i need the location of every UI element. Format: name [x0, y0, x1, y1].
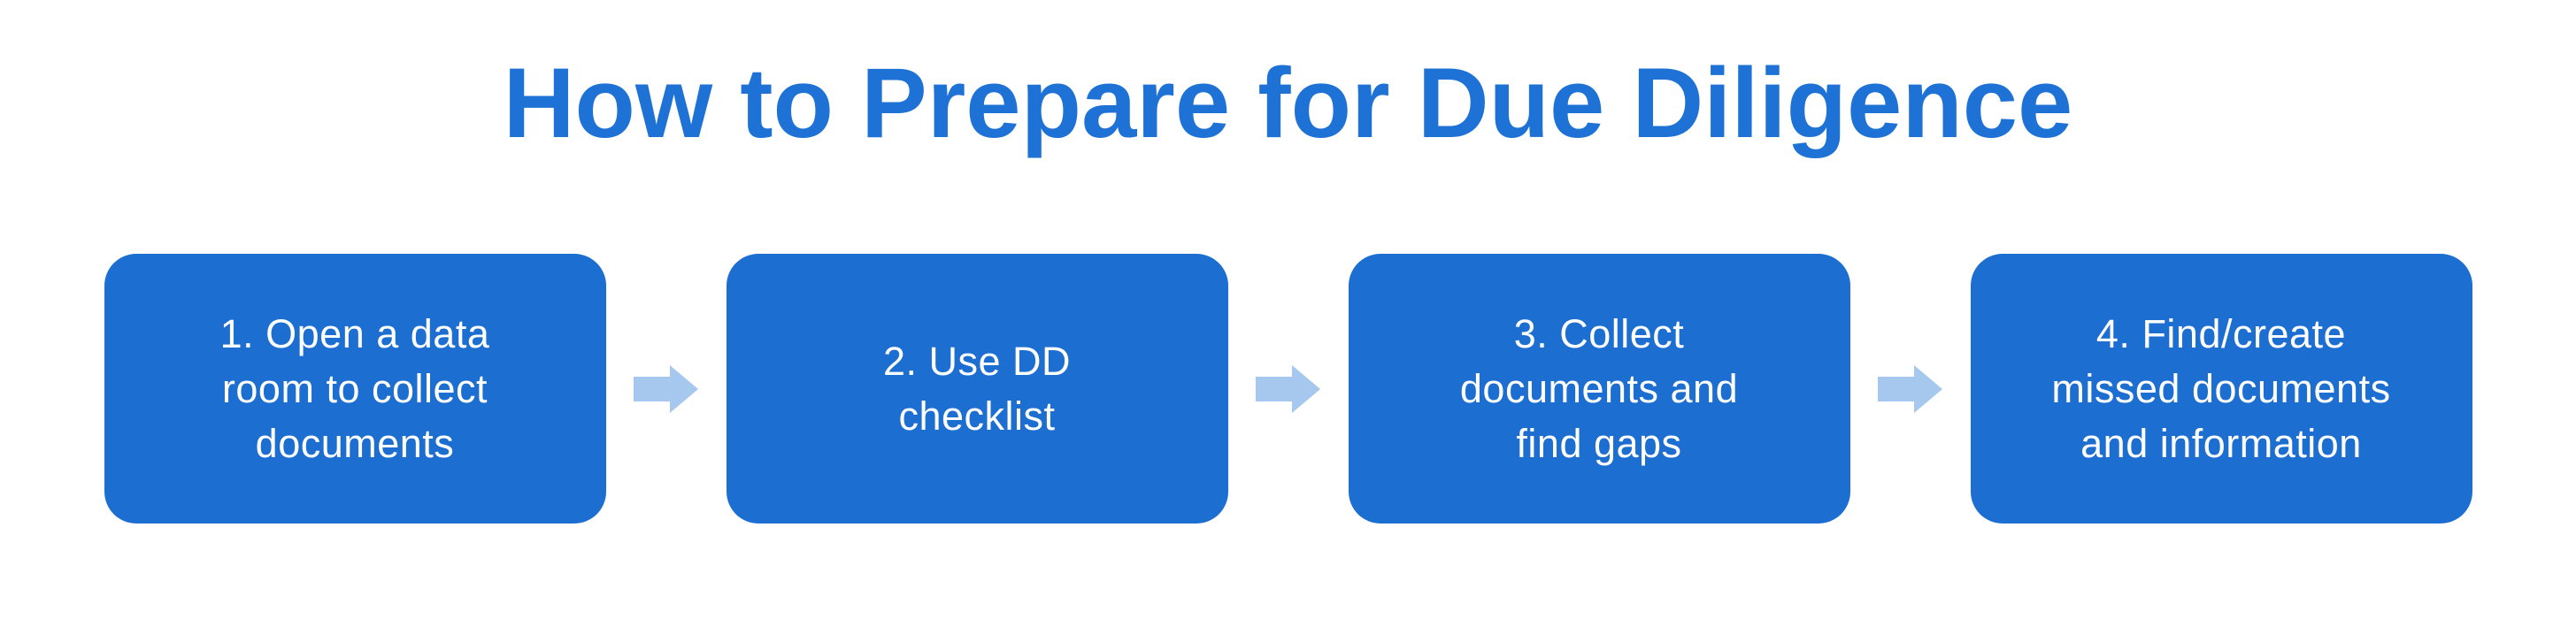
arrow-right-icon	[1255, 364, 1320, 413]
arrow-right-shape	[1877, 364, 1942, 413]
arrow-right-shape	[633, 364, 698, 413]
step-label: 4. Find/create missed documents and info…	[2051, 310, 2391, 466]
arrow-right-icon	[1877, 364, 1942, 413]
step-label: 1. Open a data room to collect documents	[219, 310, 490, 466]
step-box-3: 3. Collect documents and find gaps	[1348, 254, 1850, 523]
step-box-4: 4. Find/create missed documents and info…	[1970, 254, 2472, 523]
process-flow: 1. Open a data room to collect documents…	[0, 254, 2576, 523]
page-title: How to Prepare for Due Diligence	[503, 48, 2073, 158]
step-box-2: 2. Use DD checklist	[726, 254, 1228, 523]
step-label: 2. Use DD checklist	[882, 338, 1072, 439]
arrow-right-icon	[633, 364, 698, 413]
step-label: 3. Collect documents and find gaps	[1459, 310, 1739, 466]
step-box-1: 1. Open a data room to collect documents	[104, 254, 606, 523]
arrow-right-shape	[1255, 364, 1320, 413]
